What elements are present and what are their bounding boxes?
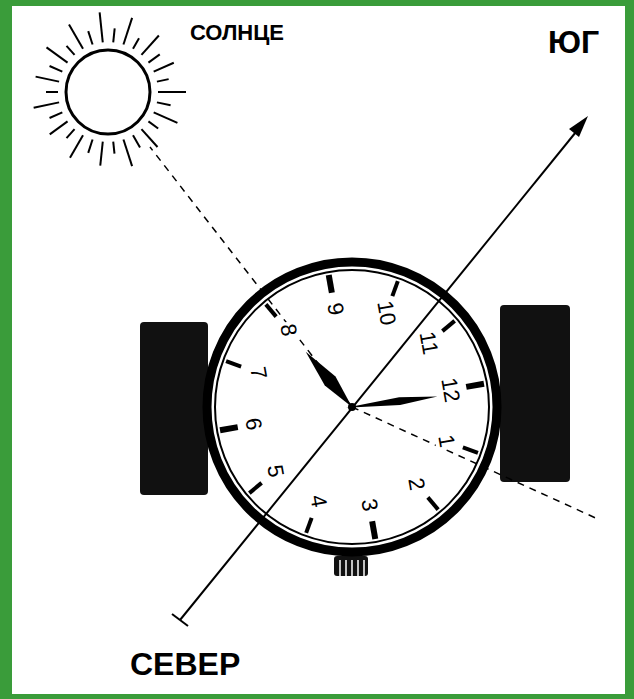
one-oclock-line: [352, 407, 600, 520]
watch-strap: [140, 322, 208, 495]
watch-dial: [215, 270, 489, 544]
dial-number: 1: [434, 431, 458, 451]
white-ground: [12, 6, 625, 694]
dial-number: 3: [357, 496, 381, 516]
watch-crown: [334, 556, 368, 576]
dial-number: 8: [275, 320, 299, 340]
dial-number: 6: [241, 414, 265, 434]
direction-label: СЕВЕР: [130, 648, 240, 680]
dial-number: 11: [415, 328, 441, 358]
watch-case: [207, 262, 497, 552]
dial-number: 9: [322, 299, 346, 319]
direction-label: ЮГ: [548, 26, 599, 58]
dial-number: 4: [306, 491, 330, 511]
watch-strap: [500, 305, 570, 482]
dial-number: 10: [373, 297, 400, 329]
dial-number: 12: [437, 374, 464, 406]
dial-number: 2: [404, 474, 428, 494]
dial-number: 5: [263, 461, 287, 481]
hour-ticks: [197, 252, 507, 562]
sun-symbol: [34, 12, 186, 166]
dial-number: 7: [246, 363, 270, 383]
sun-label: СОЛНЦЕ: [190, 22, 284, 44]
north-south-arrow: [172, 116, 588, 626]
watch-hands: [300, 347, 437, 411]
